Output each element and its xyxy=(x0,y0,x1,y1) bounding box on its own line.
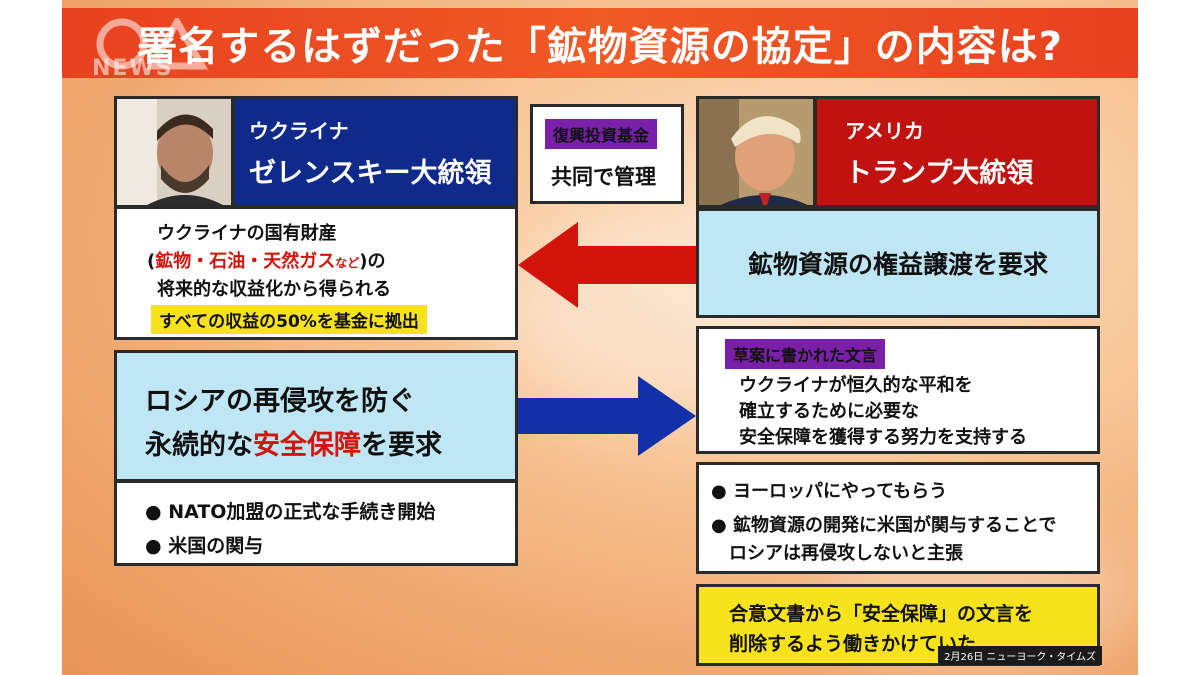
demand-line-1: ロシアの再侵攻を防ぐ xyxy=(145,386,415,417)
ukraine-points-box: ● NATO加盟の正式な手続き開始 ● 米国の関与 xyxy=(114,480,518,566)
ukraine-point-1: ● NATO加盟の正式な手続き開始 xyxy=(145,501,436,523)
conclusion-box: 合意文書から「安全保障」の文言を 削除するよう働きかけていた xyxy=(696,584,1100,666)
usa-header: アメリカ トランプ大統領 xyxy=(814,96,1100,208)
ukraine-offer-box: ウクライナの国有財産 (鉱物・石油・天然ガスなど)の 将来的な収益化から得られる… xyxy=(114,206,518,340)
paren-close: ) xyxy=(359,251,368,272)
paren-open: ( xyxy=(147,251,156,272)
zelensky-photo xyxy=(114,96,234,208)
usa-leader-name: トランプ大統領 xyxy=(845,158,1034,189)
arrow-right-icon xyxy=(518,376,696,456)
fund-text: 共同で管理 xyxy=(551,165,656,189)
ukraine-point-2: ● 米国の関与 xyxy=(145,535,264,557)
usa-draft-box: 草案に書かれた文言 ウクライナが恒久的な平和を 確立するために必要な 安全保障を… xyxy=(696,326,1100,454)
conclusion-line-1: 合意文書から「安全保障」の文言を xyxy=(729,603,1034,625)
usa-point-2: ● 鉱物資源の開発に米国が関与することで xyxy=(711,515,1057,536)
usa-point-2-claim: ロシアは再侵攻しないと主張 xyxy=(729,543,963,564)
page-title: 署名するはずだった「鉱物資源の協定」の内容は? xyxy=(137,24,1063,70)
offer-highlight: すべての収益の50%を基金に拠出 xyxy=(151,305,427,334)
demand-security: 安全保障 xyxy=(253,430,361,461)
draft-line-3: 安全保障を獲得する努力を支持する xyxy=(739,427,1027,448)
title-bar: NEWS 署名するはずだった「鉱物資源の協定」の内容は? xyxy=(62,8,1138,81)
usa-demand-text: 鉱物資源の権益譲渡を要求 xyxy=(747,250,1048,279)
ukraine-header: ウクライナ ゼレンスキー大統領 xyxy=(232,96,518,208)
offer-resources-etc: など xyxy=(335,256,360,270)
draft-label: 草案に書かれた文言 xyxy=(725,339,886,369)
offer-resources: 鉱物・石油・天然ガス xyxy=(155,251,336,272)
fund-label: 復興投資基金 xyxy=(545,119,658,149)
channel-logo-text: NEWS xyxy=(92,56,174,81)
ukraine-country-label: ウクライナ xyxy=(249,119,349,143)
ukraine-demand-box: ロシアの再侵攻を防ぐ 永続的な安全保障を要求 xyxy=(114,350,518,482)
usa-country-label: アメリカ xyxy=(845,119,924,143)
offer-line-3: 将来的な収益化から得られる xyxy=(157,279,391,300)
offer-line-2: (鉱物・石油・天然ガスなど)の xyxy=(147,247,385,273)
source-credit: 2月26日 ニューヨーク・タイムズ xyxy=(938,646,1102,665)
offer-line-1: ウクライナの国有財産 xyxy=(157,223,337,244)
demand-line-2: 永続的な安全保障を要求 xyxy=(145,423,442,462)
draft-line-2: 確立するために必要な xyxy=(739,401,919,422)
usa-points-box: ● ヨーロッパにやってもらう ● 鉱物資源の開発に米国が関与することで ロシアは… xyxy=(696,462,1100,574)
usa-point-1: ● ヨーロッパにやってもらう xyxy=(711,481,948,502)
channel-logo-icon xyxy=(96,18,209,70)
conclusion-line-2: 削除するよう働きかけていた xyxy=(729,633,977,655)
ukraine-leader-name: ゼレンスキー大統領 xyxy=(249,158,492,189)
demand-suffix: を要求 xyxy=(361,430,442,461)
offer-line-2-suffix: の xyxy=(367,251,386,272)
demand-prefix: 永続的な xyxy=(145,430,253,461)
draft-line-1: ウクライナが恒久的な平和を xyxy=(739,375,973,396)
news-graphic: NEWS 署名するはずだった「鉱物資源の協定」の内容は? ウクライナ ゼレンスキ… xyxy=(62,0,1138,675)
fund-box: 復興投資基金 共同で管理 xyxy=(530,104,684,204)
usa-demand-box: 鉱物資源の権益譲渡を要求 xyxy=(696,208,1100,318)
arrow-left-icon xyxy=(518,222,698,308)
trump-photo xyxy=(696,96,816,208)
